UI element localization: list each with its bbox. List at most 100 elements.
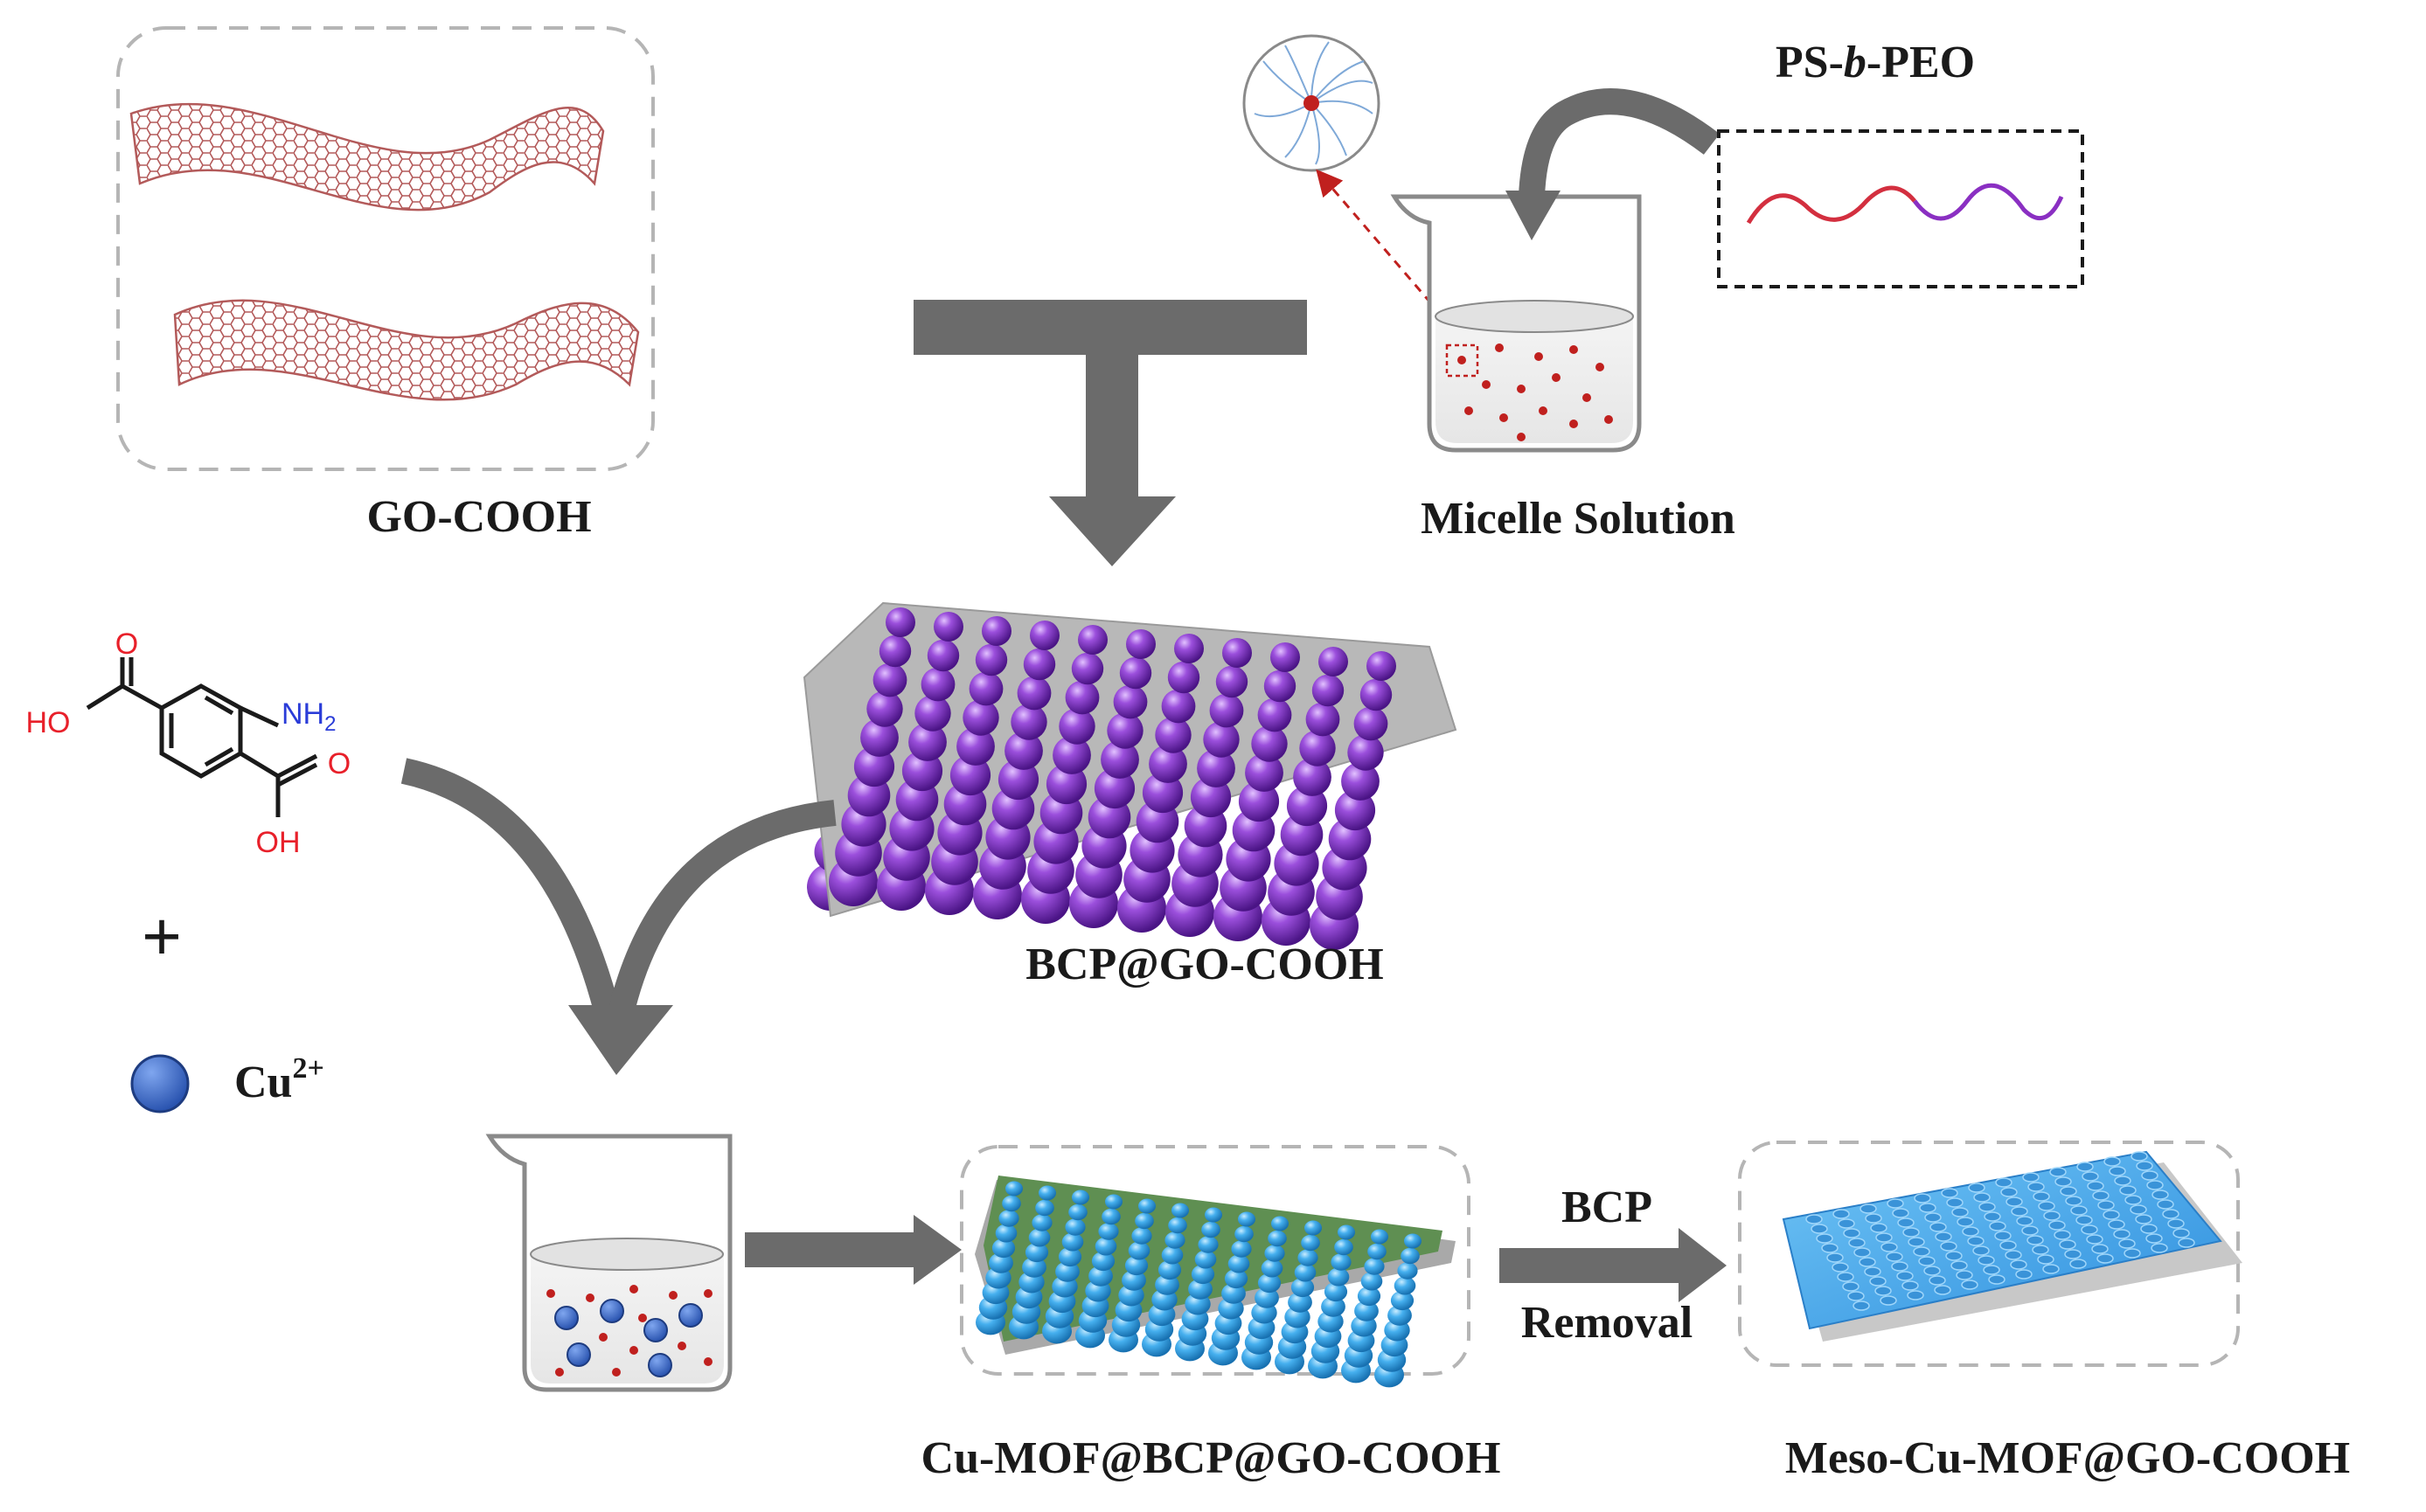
purple-sphere-top: [1126, 629, 1156, 659]
aminoterephthalic-acid-molecule: [86, 657, 318, 817]
blue-sphere-top: [1039, 1185, 1056, 1201]
purple-sphere-top: [1203, 721, 1240, 758]
meso-pore: [2038, 1201, 2055, 1211]
meso-pore: [2135, 1214, 2152, 1224]
meso-cu-mof-go-cooh-panel: [1738, 1141, 2242, 1367]
meso-pore: [2157, 1199, 2174, 1210]
purple-sphere-top: [949, 754, 991, 796]
meso-pore: [1869, 1276, 1887, 1287]
blue-sphere-top: [1394, 1276, 1416, 1295]
meso-pore: [1859, 1257, 1876, 1267]
merge-arrow: [914, 300, 1307, 566]
meso-pore: [1805, 1214, 1823, 1224]
blue-sphere-top: [1188, 1279, 1213, 1300]
blue-sphere-top: [1198, 1236, 1219, 1253]
ligand-arrow: [400, 758, 625, 1035]
polymer-addition-arrow: [1519, 88, 1720, 198]
blue-sphere-top: [1102, 1208, 1121, 1225]
blue-sphere-top: [1035, 1199, 1054, 1217]
meso-pore: [1897, 1217, 1915, 1228]
meso-pore: [2086, 1234, 2103, 1245]
purple-sphere-top: [998, 759, 1039, 801]
purple-sphere-top: [1017, 676, 1052, 711]
purple-sphere-top: [872, 662, 907, 697]
meso-pore: [2060, 1186, 2077, 1196]
meso-pore: [1924, 1212, 1942, 1223]
purple-sphere-top: [1149, 745, 1187, 783]
meso-pore: [1945, 1251, 1963, 1261]
meso-pore: [2064, 1249, 2082, 1259]
blue-sphere-top: [1397, 1262, 1418, 1280]
meso-pore: [1902, 1227, 1920, 1238]
meso-pore: [1853, 1247, 1871, 1258]
blue-sphere-top: [1022, 1257, 1046, 1278]
ps-block-chain: [1746, 185, 1916, 225]
blue-sphere-top: [1061, 1232, 1084, 1252]
meso-pore: [2136, 1161, 2153, 1171]
purple-sphere-top: [1053, 736, 1091, 774]
blue-sphere-top: [1234, 1225, 1254, 1243]
blue-sphere-top: [1168, 1217, 1187, 1234]
meso-pore: [2005, 1196, 2023, 1207]
blue-sphere-top: [1290, 1277, 1315, 1298]
blue-sphere-top: [1357, 1286, 1381, 1307]
purple-sphere-top: [853, 746, 895, 787]
micelle-beaker: [1390, 194, 1642, 453]
graphene-sheet-bottom: [173, 299, 640, 401]
bcp-removal-top-label: BCP: [1561, 1183, 1652, 1232]
meso-pore: [2011, 1206, 2028, 1217]
blue-sphere-top: [1338, 1224, 1355, 1240]
meso-pore: [2054, 1176, 2072, 1187]
meso-pore: [2145, 1233, 2163, 1244]
purple-sphere-top: [1065, 680, 1100, 715]
meso-pore: [2119, 1185, 2137, 1196]
purple-sphere-top: [969, 671, 1004, 706]
growth-arrow: [745, 1215, 962, 1285]
meso-pore: [1918, 1256, 1936, 1266]
blue-sphere-top: [1122, 1270, 1146, 1291]
meso-pore: [1908, 1237, 1925, 1247]
purple-sphere-top: [1078, 625, 1108, 655]
meso-pore: [1957, 1217, 1974, 1227]
blue-sphere-top: [1238, 1211, 1255, 1227]
blue-sphere-top: [1231, 1240, 1252, 1258]
meso-pore: [1951, 1207, 1969, 1217]
purple-sphere-top: [1341, 762, 1380, 801]
meso-pore: [2026, 1235, 2044, 1245]
purple-sphere-top: [901, 750, 943, 792]
meso-pore: [2131, 1151, 2148, 1162]
blue-sphere-top: [1194, 1250, 1217, 1269]
meso-pore: [2069, 1259, 2087, 1269]
blue-sphere-top: [1002, 1195, 1021, 1212]
meso-pore: [2167, 1218, 2185, 1229]
meso-pore: [2124, 1195, 2142, 1205]
meso-pore: [2070, 1205, 2088, 1216]
meso-pore: [2091, 1244, 2109, 1254]
purple-sphere-top: [1094, 767, 1136, 809]
purple-sphere-top: [934, 612, 963, 642]
meso-pore: [2082, 1171, 2099, 1182]
purple-sphere-top: [1222, 638, 1252, 668]
meso-pore: [2010, 1259, 2027, 1270]
purple-sphere-top: [927, 639, 960, 672]
meso-pore: [2108, 1219, 2125, 1230]
blue-sphere-top: [1288, 1292, 1312, 1313]
purple-sphere-top: [1245, 753, 1283, 792]
ps-b-peo-label: PS-b-PEO: [1776, 38, 1975, 87]
purple-sphere-top: [908, 723, 947, 761]
meso-cu-mof-go-cooh-label: Meso-Cu-MOF@GO-COOH: [1785, 1433, 2350, 1483]
meso-pore: [1853, 1300, 1870, 1311]
purple-sphere-top: [1155, 717, 1192, 753]
meso-pore: [1941, 1188, 1958, 1198]
meso-pore: [1972, 1245, 1990, 1256]
meso-pore: [2022, 1172, 2040, 1183]
blue-sphere-top: [998, 1210, 1019, 1227]
graphene-sheet-top: [129, 102, 605, 212]
blue-sphere-top: [1390, 1290, 1415, 1311]
meso-pore: [2113, 1229, 2131, 1239]
meso-pore: [2114, 1176, 2131, 1186]
micelle-zoom-icon: [1242, 34, 1380, 172]
purple-sphere-top: [1318, 647, 1348, 676]
meso-pore: [1865, 1213, 1882, 1224]
blue-sphere-top: [1055, 1261, 1080, 1282]
